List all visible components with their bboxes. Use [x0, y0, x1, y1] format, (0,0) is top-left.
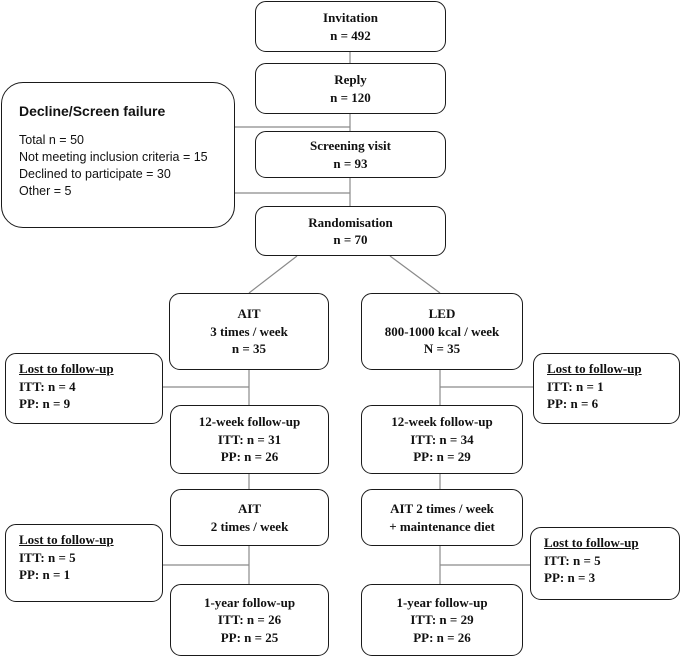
led-start-detail: 800-1000 kcal / week	[384, 323, 500, 339]
led-lost1-pp: PP: n = 6	[547, 396, 599, 411]
ait-start-detail: 3 times / week	[210, 323, 288, 339]
led-1year-box: 1-year follow-up ITT: n = 29 PP: n = 26	[361, 584, 523, 656]
led-start-box: LED 800-1000 kcal / week N = 35	[361, 293, 523, 370]
led-12week-itt: ITT: n = 34	[410, 431, 474, 447]
invitation-count: n = 492	[330, 27, 371, 43]
decline-item: Declined to participate = 30	[19, 167, 171, 181]
reply-count: n = 120	[330, 89, 371, 105]
screening-box: Screening visit n = 93	[255, 131, 446, 178]
reply-box: Reply n = 120	[255, 63, 446, 114]
invitation-box: Invitation n = 492	[255, 1, 446, 52]
decline-item: Total n = 50	[19, 133, 84, 147]
ait-1year-box: 1-year follow-up ITT: n = 26 PP: n = 25	[170, 584, 329, 656]
led-lost2-pp: PP: n = 3	[544, 570, 596, 585]
led-12week-pp: PP: n = 29	[413, 449, 471, 465]
connector-random-led	[389, 255, 441, 294]
led-start-count: N = 35	[423, 341, 461, 357]
ait-1year-itt: ITT: n = 26	[217, 612, 282, 628]
led-1year-title: 1-year follow-up	[396, 594, 488, 610]
ait-start-count: n = 35	[231, 341, 267, 357]
led-lost1-title: Lost to follow-up	[547, 361, 642, 376]
decline-item: Other = 5	[19, 184, 72, 198]
decline-title: Decline/Screen failure	[19, 103, 166, 119]
ait-maintenance-title: AIT	[237, 501, 262, 516]
led-maintenance-detail: + maintenance diet	[389, 518, 495, 534]
ait-maintenance-box: AIT 2 times / week	[170, 489, 329, 546]
ait-12week-itt: ITT: n = 31	[217, 431, 282, 447]
ait-lost2-box: Lost to follow-up ITT: n = 5 PP: n = 1	[5, 524, 163, 602]
reply-title: Reply	[334, 72, 367, 87]
led-lost2-title: Lost to follow-up	[544, 535, 639, 550]
ait-maintenance-detail: 2 times / week	[210, 518, 289, 534]
ait-1year-title: 1-year follow-up	[203, 594, 296, 610]
connector-random-ait	[248, 255, 298, 294]
led-start-title: LED	[428, 306, 456, 322]
ait-12week-title: 12-week follow-up	[198, 414, 301, 430]
ait-12week-box: 12-week follow-up ITT: n = 31 PP: n = 26	[170, 405, 329, 474]
randomisation-box: Randomisation n = 70	[255, 206, 446, 256]
screening-title: Screening visit	[309, 138, 391, 153]
invitation-title: Invitation	[323, 10, 378, 25]
ait-lost1-title: Lost to follow-up	[19, 361, 114, 376]
ait-12week-pp: PP: n = 26	[220, 449, 279, 465]
randomisation-title: Randomisation	[308, 214, 393, 230]
led-maintenance-box: AIT 2 times / week + maintenance diet	[361, 489, 523, 546]
led-maintenance-title: AIT 2 times / week	[390, 501, 494, 516]
led-lost1-itt: ITT: n = 1	[547, 378, 604, 394]
ait-start-box: AIT 3 times / week n = 35	[169, 293, 329, 370]
ait-lost2-pp: PP: n = 1	[19, 567, 71, 582]
led-1year-itt: ITT: n = 29	[410, 612, 474, 628]
ait-lost1-pp: PP: n = 9	[19, 396, 71, 411]
led-12week-box: 12-week follow-up ITT: n = 34 PP: n = 29	[361, 405, 523, 474]
randomisation-count: n = 70	[333, 232, 368, 247]
led-1year-pp: PP: n = 26	[413, 629, 471, 645]
ait-start-title: AIT	[237, 306, 261, 322]
ait-lost2-itt: ITT: n = 5	[19, 549, 76, 565]
decline-item: Not meeting inclusion criteria = 15	[19, 150, 208, 164]
ait-lost2-title: Lost to follow-up	[19, 532, 114, 547]
screening-count: n = 93	[333, 155, 368, 171]
ait-lost1-itt: ITT: n = 4	[19, 378, 76, 394]
ait-lost1-box: Lost to follow-up ITT: n = 4 PP: n = 9	[5, 353, 163, 424]
led-lost2-itt: ITT: n = 5	[544, 552, 601, 568]
led-lost1-box: Lost to follow-up ITT: n = 1 PP: n = 6	[533, 353, 680, 424]
led-12week-title: 12-week follow-up	[391, 414, 493, 430]
ait-1year-pp: PP: n = 25	[220, 629, 279, 645]
decline-box: Decline/Screen failure Total n = 50 Not …	[1, 82, 235, 228]
led-lost2-box: Lost to follow-up ITT: n = 5 PP: n = 3	[530, 527, 680, 600]
